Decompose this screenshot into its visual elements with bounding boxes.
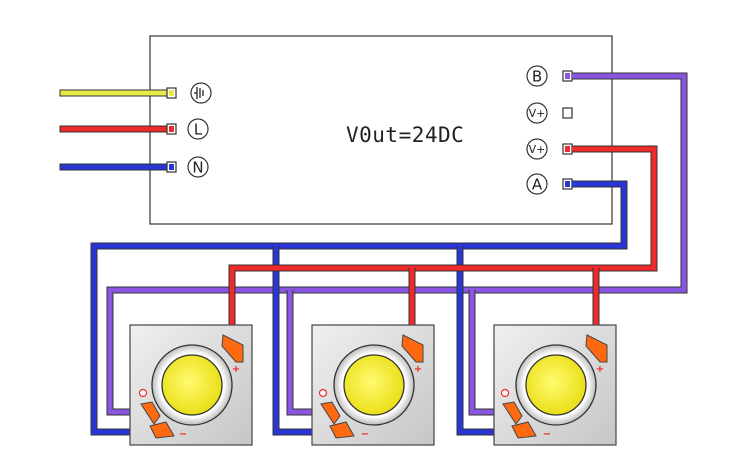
wire-vplus-red	[228, 145, 658, 346]
led-pad-marker	[500, 388, 510, 398]
led-plus-symbol: +	[232, 364, 240, 375]
led-plus-symbol: +	[596, 364, 604, 375]
terminal-label-neutral: N	[192, 159, 203, 177]
led-minus-pad-upper	[140, 401, 161, 425]
led-minus-symbol: −	[361, 429, 369, 440]
input-terminal-line: L	[166, 118, 209, 140]
neutral-wire	[59, 163, 169, 171]
output-terminal-A: A	[526, 173, 573, 195]
output-terminal-vplus-1: V+	[526, 102, 573, 124]
output-terminal-B: B	[526, 65, 573, 87]
led-minus-symbol: −	[543, 429, 551, 440]
led-module-1: + −	[129, 324, 253, 446]
led-minus-pad-lower	[329, 421, 355, 439]
output-terminal-vplus-2: V+	[526, 138, 573, 160]
terminal-label-B: B	[532, 68, 542, 86]
live-wire	[59, 125, 169, 133]
terminal-label-vplus-1: V+	[529, 107, 546, 120]
led-plus-pad	[401, 334, 424, 363]
led-pad-marker	[138, 388, 148, 398]
terminal-label-A: A	[532, 176, 543, 194]
led-minus-pad-upper	[502, 401, 523, 425]
wire-A-blue	[90, 180, 628, 436]
earth-icon	[194, 87, 204, 99]
led-minus-pad-lower	[511, 421, 537, 439]
driver-output-label: V0ut=24DC	[346, 123, 464, 147]
led-plus-pad	[585, 334, 608, 363]
led-lens	[343, 354, 405, 416]
input-terminal-neutral: N	[166, 156, 209, 178]
terminal-label-line: L	[194, 121, 203, 139]
led-lens	[161, 354, 223, 416]
led-minus-pad-upper	[320, 401, 341, 425]
led-plus-pad	[221, 334, 244, 363]
led-plus-symbol: +	[414, 364, 422, 375]
led-module-2: + −	[311, 324, 435, 446]
led-minus-symbol: −	[179, 429, 187, 440]
led-pad-marker	[318, 388, 328, 398]
led-minus-pad-lower	[149, 421, 175, 439]
earth-wire	[59, 89, 169, 97]
led-lens	[525, 354, 587, 416]
terminal-label-vplus-2: V+	[529, 143, 546, 156]
input-terminal-earth	[166, 82, 212, 104]
led-module-3: + −	[493, 324, 617, 446]
